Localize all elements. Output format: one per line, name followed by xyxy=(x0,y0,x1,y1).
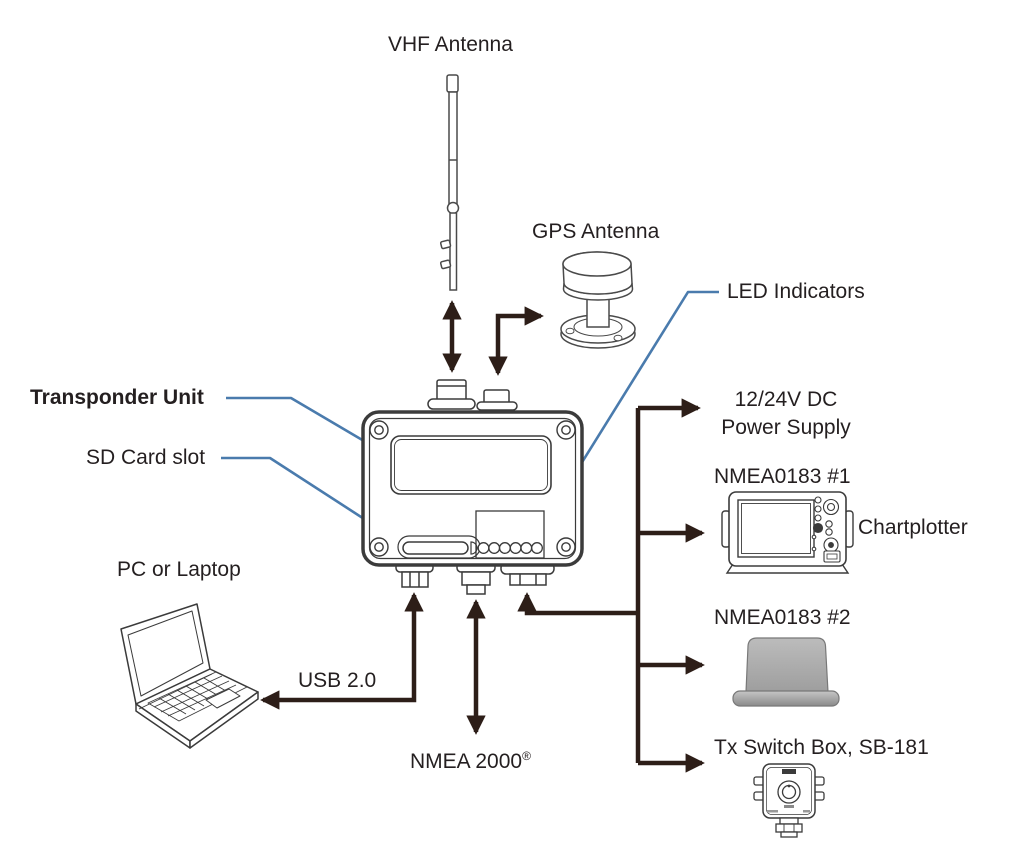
display-window xyxy=(390,435,552,495)
tx-switch-box-label: Tx Switch Box, SB-181 xyxy=(714,736,929,759)
nmea2000-connector xyxy=(456,562,496,595)
usb-link-arrow xyxy=(260,592,424,710)
gps-link-arrow xyxy=(488,306,544,376)
vhf-antenna-drawing xyxy=(439,74,460,291)
led-indicators-label: LED Indicators xyxy=(727,280,865,303)
chartplotter-drawing xyxy=(721,491,854,574)
gps-antenna-label: GPS Antenna xyxy=(532,220,660,243)
led-panel-drawing xyxy=(475,510,545,559)
usb-label: USB 2.0 xyxy=(298,669,377,692)
vhf-connector xyxy=(427,379,476,410)
chartplotter-buttons xyxy=(811,496,841,563)
laptop-drawing xyxy=(120,603,259,749)
nmea2000-label: NMEA 2000® xyxy=(410,750,531,774)
nmea2000-label-text: NMEA 2000 xyxy=(410,750,523,773)
transponder-drawing xyxy=(361,379,584,595)
power-supply-label: 12/24V DC Power Supply xyxy=(721,388,851,439)
nmea0183-1-label: NMEA0183 #1 xyxy=(714,465,851,488)
gps-antenna-drawing xyxy=(560,251,636,349)
chartplotter-label: Chartplotter xyxy=(858,516,968,539)
nmea0183-2-device-drawing xyxy=(732,637,840,707)
led-leader-line xyxy=(531,290,719,542)
pc-or-laptop-label: PC or Laptop xyxy=(117,558,241,581)
transponder-unit-label: Transponder Unit xyxy=(30,386,204,409)
nmea0183-2-label: NMEA0183 #2 xyxy=(714,606,851,629)
sd-card-slot-label: SD Card slot xyxy=(86,446,206,469)
connection-arrows xyxy=(260,300,705,773)
touchpad xyxy=(205,688,241,709)
data-out-line xyxy=(517,592,638,616)
corner-screws xyxy=(369,420,576,557)
tx-switch-box-drawing xyxy=(753,763,825,838)
registered-mark: ® xyxy=(522,749,531,763)
transponder-leader-line xyxy=(226,396,365,443)
gps-connector xyxy=(476,389,518,411)
vhf-antenna-label: VHF Antenna xyxy=(388,33,513,56)
